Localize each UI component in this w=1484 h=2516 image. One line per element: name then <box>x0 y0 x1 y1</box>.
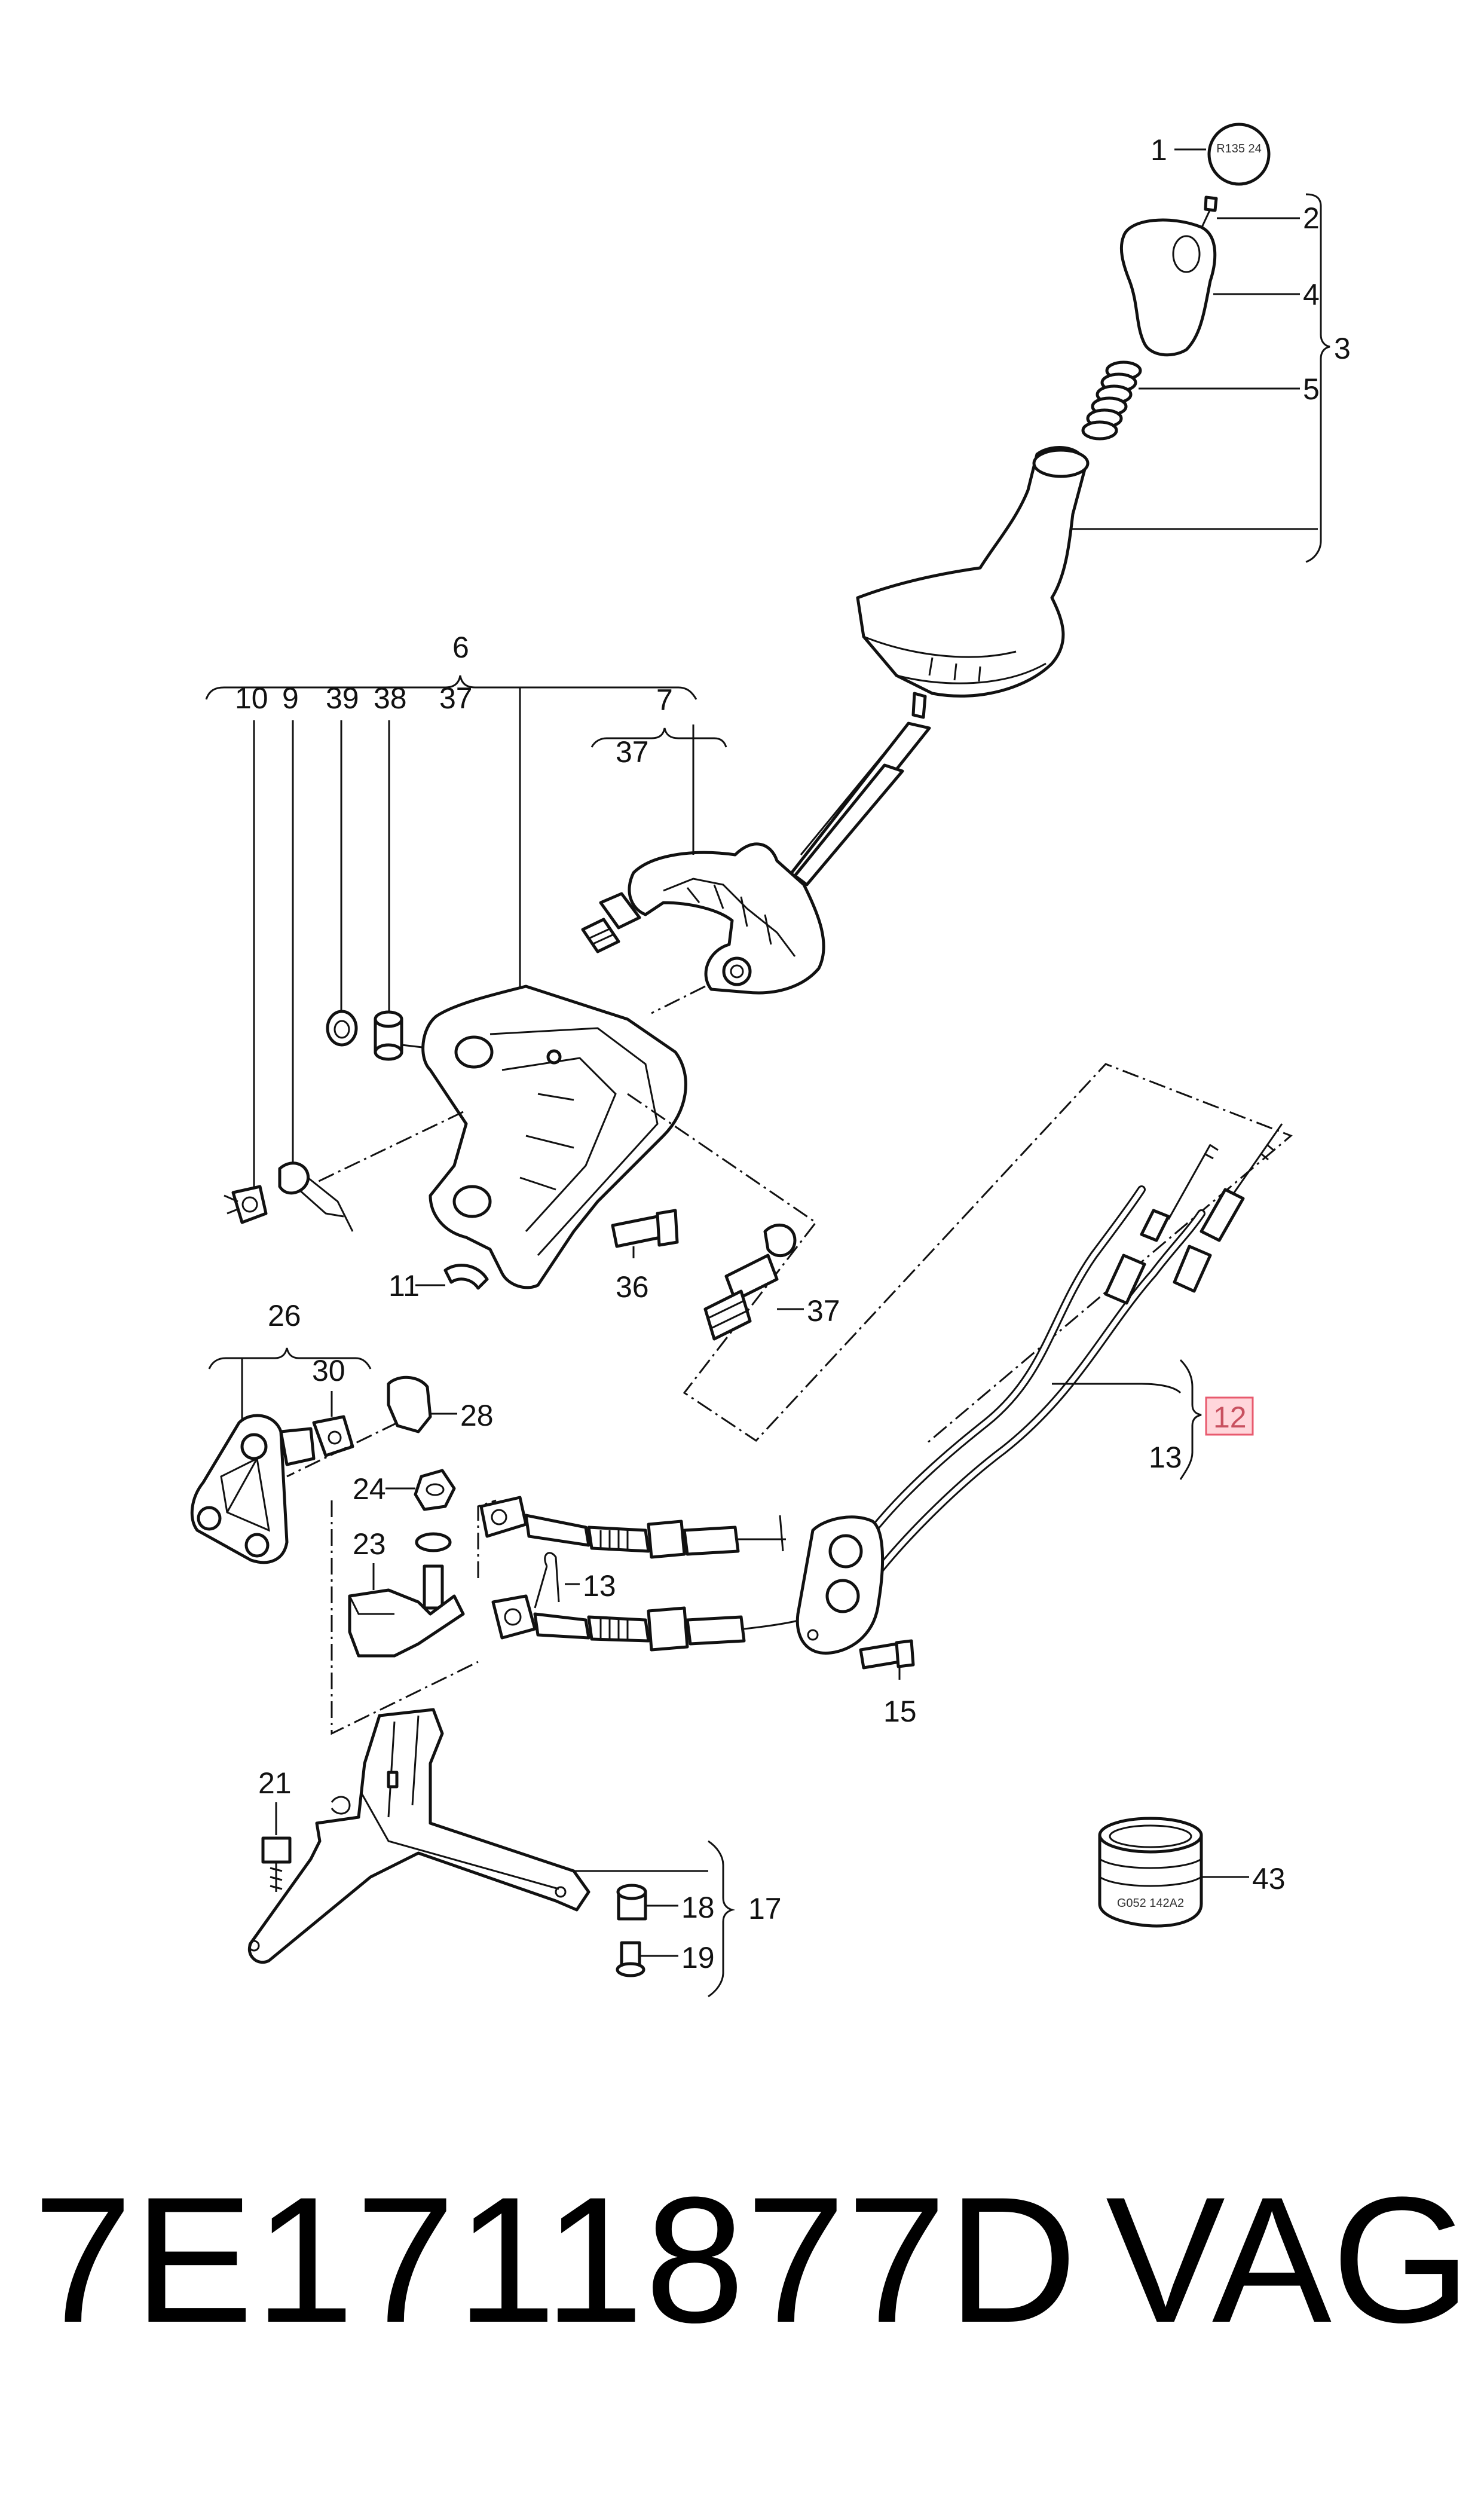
callout-12-highlight <box>1205 1396 1254 1436</box>
callout-36: 36 <box>616 1270 649 1304</box>
grease-sleeve: G052 142A2 43 <box>1098 1817 1286 1928</box>
part-number: 7E1711877D <box>33 2159 1079 2360</box>
callout-5: 5 <box>1303 372 1320 406</box>
nut-and-lever: 24 23 <box>331 1469 497 1735</box>
knob-emblem <box>1207 123 1271 186</box>
callout-26: 26 <box>268 1299 301 1332</box>
shift-lever-rod <box>778 692 931 898</box>
callout-6: 6 <box>452 631 469 664</box>
callout-11: 11 <box>388 1269 420 1303</box>
callout-39: 39 <box>326 681 359 715</box>
brand-label: VAG <box>1106 2159 1471 2360</box>
shift-boot <box>856 446 1087 698</box>
callout-28: 28 <box>460 1399 494 1432</box>
callout-24: 24 <box>353 1472 386 1506</box>
callout-21: 21 <box>258 1766 292 1800</box>
callout-17: 17 <box>748 1892 782 1925</box>
callout-12: 12 <box>1213 1401 1247 1434</box>
callout-13: 13 <box>1149 1441 1182 1474</box>
selector-housing: 7 37 <box>581 683 825 995</box>
cable-ends: 13 <box>479 1496 801 1652</box>
callout-7-37: 37 <box>616 735 649 769</box>
callout-2: 2 <box>1303 201 1320 235</box>
callout-15: 15 <box>883 1695 917 1728</box>
gear-knob <box>1119 218 1217 357</box>
gear-knob-group: R135 24 1 2 4 5 3 <box>856 123 1351 698</box>
callout-23: 23 <box>353 1527 386 1561</box>
callout-7: 7 <box>656 683 673 717</box>
callout-3: 3 <box>1334 332 1351 365</box>
lower-small-parts: 11 36 37 <box>388 1209 840 1341</box>
knob-pattern: R135 24 <box>1216 142 1262 155</box>
shift-cable-assembly: 15 12 13 <box>795 1123 1283 1728</box>
callout-9: 9 <box>282 681 299 715</box>
clips <box>224 1161 354 1232</box>
callout-6-37: 37 <box>439 681 473 715</box>
callout-4: 4 <box>1303 278 1320 311</box>
callout-38: 38 <box>374 681 407 715</box>
bracket-6-group: 6 10 9 39 38 37 <box>205 631 1293 1445</box>
callout-10: 10 <box>235 681 268 715</box>
callout-37: 37 <box>807 1294 840 1328</box>
callout-43: 43 <box>1252 1862 1286 1896</box>
parts-diagram: R135 24 1 2 4 5 3 <box>190 123 1351 1998</box>
sleeve-marking: G052 142A2 <box>1117 1897 1184 1910</box>
callout-13-pin: 13 <box>583 1569 616 1603</box>
callout-1: 1 <box>1151 133 1167 167</box>
support-bracket-group: 21 18 19 17 <box>247 1708 782 1998</box>
callout-30: 30 <box>312 1354 345 1387</box>
support-bracket <box>247 1708 590 1964</box>
spring <box>1081 360 1142 441</box>
callout-19: 19 <box>681 1941 715 1974</box>
bracket-26-group: 26 30 28 <box>190 1299 494 1564</box>
callout-18: 18 <box>681 1891 715 1924</box>
